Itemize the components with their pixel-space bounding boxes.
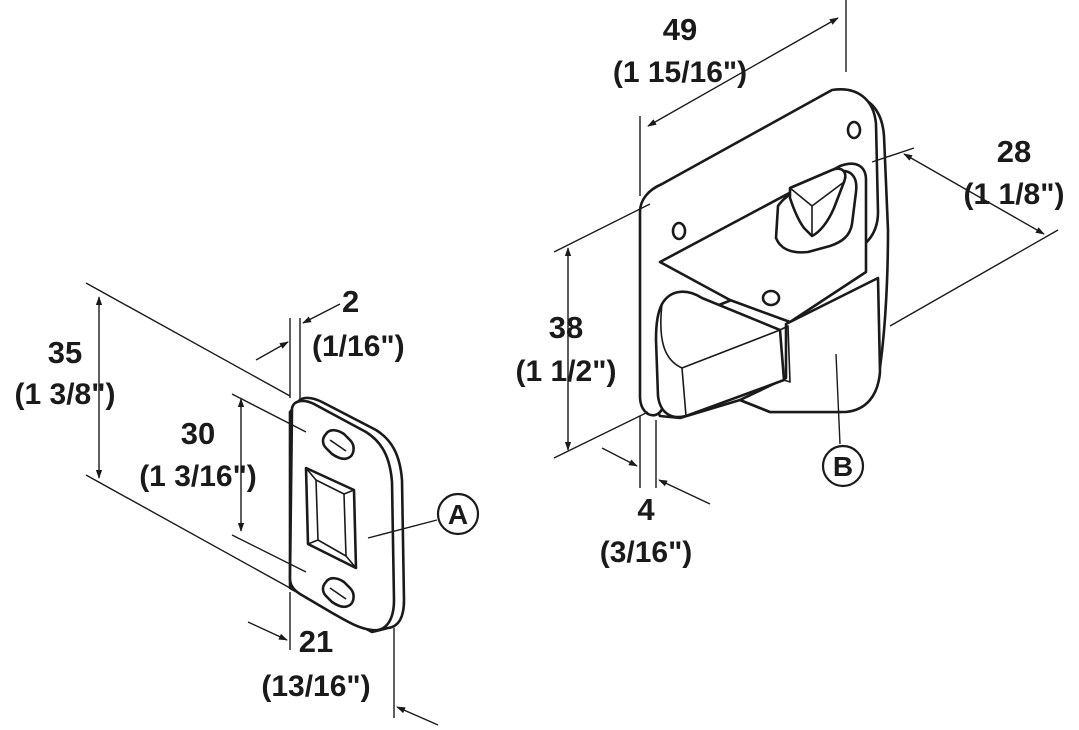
latch-height-fraction: (1 1/2")	[516, 355, 617, 388]
dim-latch-height	[553, 203, 651, 459]
flange-thickness-fraction: (3/16")	[600, 536, 693, 569]
latch-height-value: 38	[549, 310, 583, 345]
flange-thickness-value: 4	[637, 492, 655, 527]
dim-latch-width	[639, 0, 847, 196]
dim-latch-depth	[871, 147, 1059, 327]
dim-plate-width	[247, 592, 439, 726]
flange-hole-top	[846, 120, 862, 140]
latch-depth-fraction: (1 1/8")	[964, 178, 1065, 211]
dim-plate-thickness	[255, 303, 341, 400]
latch-bolt	[654, 290, 786, 419]
strike-plate-face	[288, 399, 396, 632]
strike-top-slot	[321, 428, 355, 461]
plate-height-fraction: (1 3/8")	[15, 378, 116, 411]
latch-width-value: 49	[663, 12, 697, 47]
plate-height-value: 35	[48, 335, 82, 370]
plate-thickness-value: 2	[342, 284, 359, 319]
latch-body	[638, 88, 890, 420]
latch-width-fraction: (1 15/16")	[613, 56, 747, 89]
flange-hole-bottom	[671, 221, 687, 241]
callout-b-label: B	[833, 451, 853, 482]
latch-screw	[761, 289, 781, 307]
plate-width-value: 21	[299, 624, 333, 659]
latch-side-panel	[738, 276, 882, 414]
latch-depth-value: 28	[997, 134, 1031, 169]
dim-flange-thickness	[601, 416, 711, 505]
callout-a	[367, 492, 480, 539]
callout-b	[821, 353, 865, 488]
strike-bottom-slot	[321, 576, 355, 609]
dim-plate-height	[85, 282, 291, 589]
plate-thickness-fraction: (1/16")	[312, 330, 405, 363]
strike-plate	[288, 396, 406, 634]
slot-height-value: 30	[181, 416, 215, 451]
slot-height-fraction: (1 3/16")	[139, 460, 257, 493]
plate-width-fraction: (13/16")	[261, 670, 370, 703]
dim-slot-height	[231, 393, 307, 573]
callout-a-label: A	[448, 499, 468, 530]
